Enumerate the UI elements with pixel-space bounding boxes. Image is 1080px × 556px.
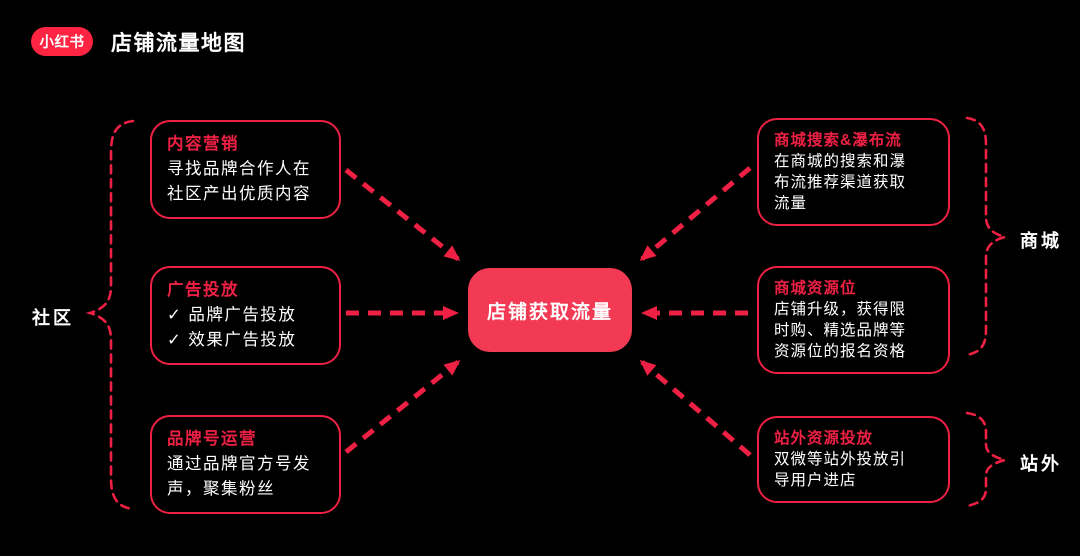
card-line: 布流推荐渠道获取: [774, 174, 907, 191]
arrow-offsite-to-center: [639, 360, 752, 457]
card-line: ✓ 品牌广告投放: [167, 306, 297, 324]
card-line: 双微等站外投放引: [774, 451, 907, 468]
page-title: 店铺流量地图: [111, 32, 246, 55]
xiaohongshu-logo: 小红书: [31, 27, 93, 56]
card-mall-resource: 商城资源位 店铺升级，获得限 时购、精选品牌等 资源位的报名资格: [757, 266, 950, 374]
card-title: 广告投放: [167, 281, 239, 299]
logo-text: 小红书: [39, 35, 85, 51]
card-line: 导用户进店: [774, 472, 857, 489]
center-node-label: 店铺获取流量: [486, 301, 613, 323]
card-brand-account: 品牌号运营 通过品牌官方号发 声，聚集粉丝: [150, 415, 341, 514]
card-line: 通过品牌官方号发: [167, 455, 311, 473]
card-line: 社区产出优质内容: [167, 185, 311, 203]
arrow-content-marketing-to-center: [344, 168, 461, 261]
center-node-store-traffic: 店铺获取流量: [468, 268, 632, 352]
brace-offsite: [965, 411, 1011, 508]
card-title: 商城搜索&瀑布流: [774, 132, 902, 149]
card-mall-search-feed: 商城搜索&瀑布流 在商城的搜索和瀑 布流推荐渠道获取 流量: [757, 118, 950, 226]
card-title: 站外资源投放: [774, 430, 874, 447]
card-title: 商城资源位: [774, 280, 857, 297]
group-label-community: 社区: [32, 308, 74, 328]
card-line: 寻找品牌合作人在: [167, 160, 311, 178]
card-line: 在商城的搜索和瀑: [774, 153, 907, 170]
group-label-offsite: 站外: [1020, 454, 1062, 474]
arrow-brand-account-to-center: [344, 360, 461, 454]
card-line: 资源位的报名资格: [774, 343, 907, 360]
card-ad-placement: 广告投放 ✓ 品牌广告投放 ✓ 效果广告投放: [150, 266, 341, 365]
card-line: 店铺升级，获得限: [774, 301, 907, 318]
card-line: 时购、精选品牌等: [774, 322, 907, 339]
card-content-marketing: 内容营销 寻找品牌合作人在 社区产出优质内容: [150, 120, 341, 219]
brace-mall: [965, 116, 1011, 357]
arrow-mall-search-to-center: [639, 166, 752, 261]
card-offsite-promotion: 站外资源投放 双微等站外投放引 导用户进店: [757, 416, 950, 503]
card-title: 品牌号运营: [167, 430, 257, 448]
brace-community: [85, 119, 135, 511]
card-title: 内容营销: [167, 135, 239, 153]
card-line: ✓ 效果广告投放: [167, 331, 297, 349]
group-label-mall: 商城: [1020, 231, 1062, 251]
card-line: 流量: [774, 195, 808, 212]
card-line: 声，聚集粉丝: [167, 480, 275, 498]
